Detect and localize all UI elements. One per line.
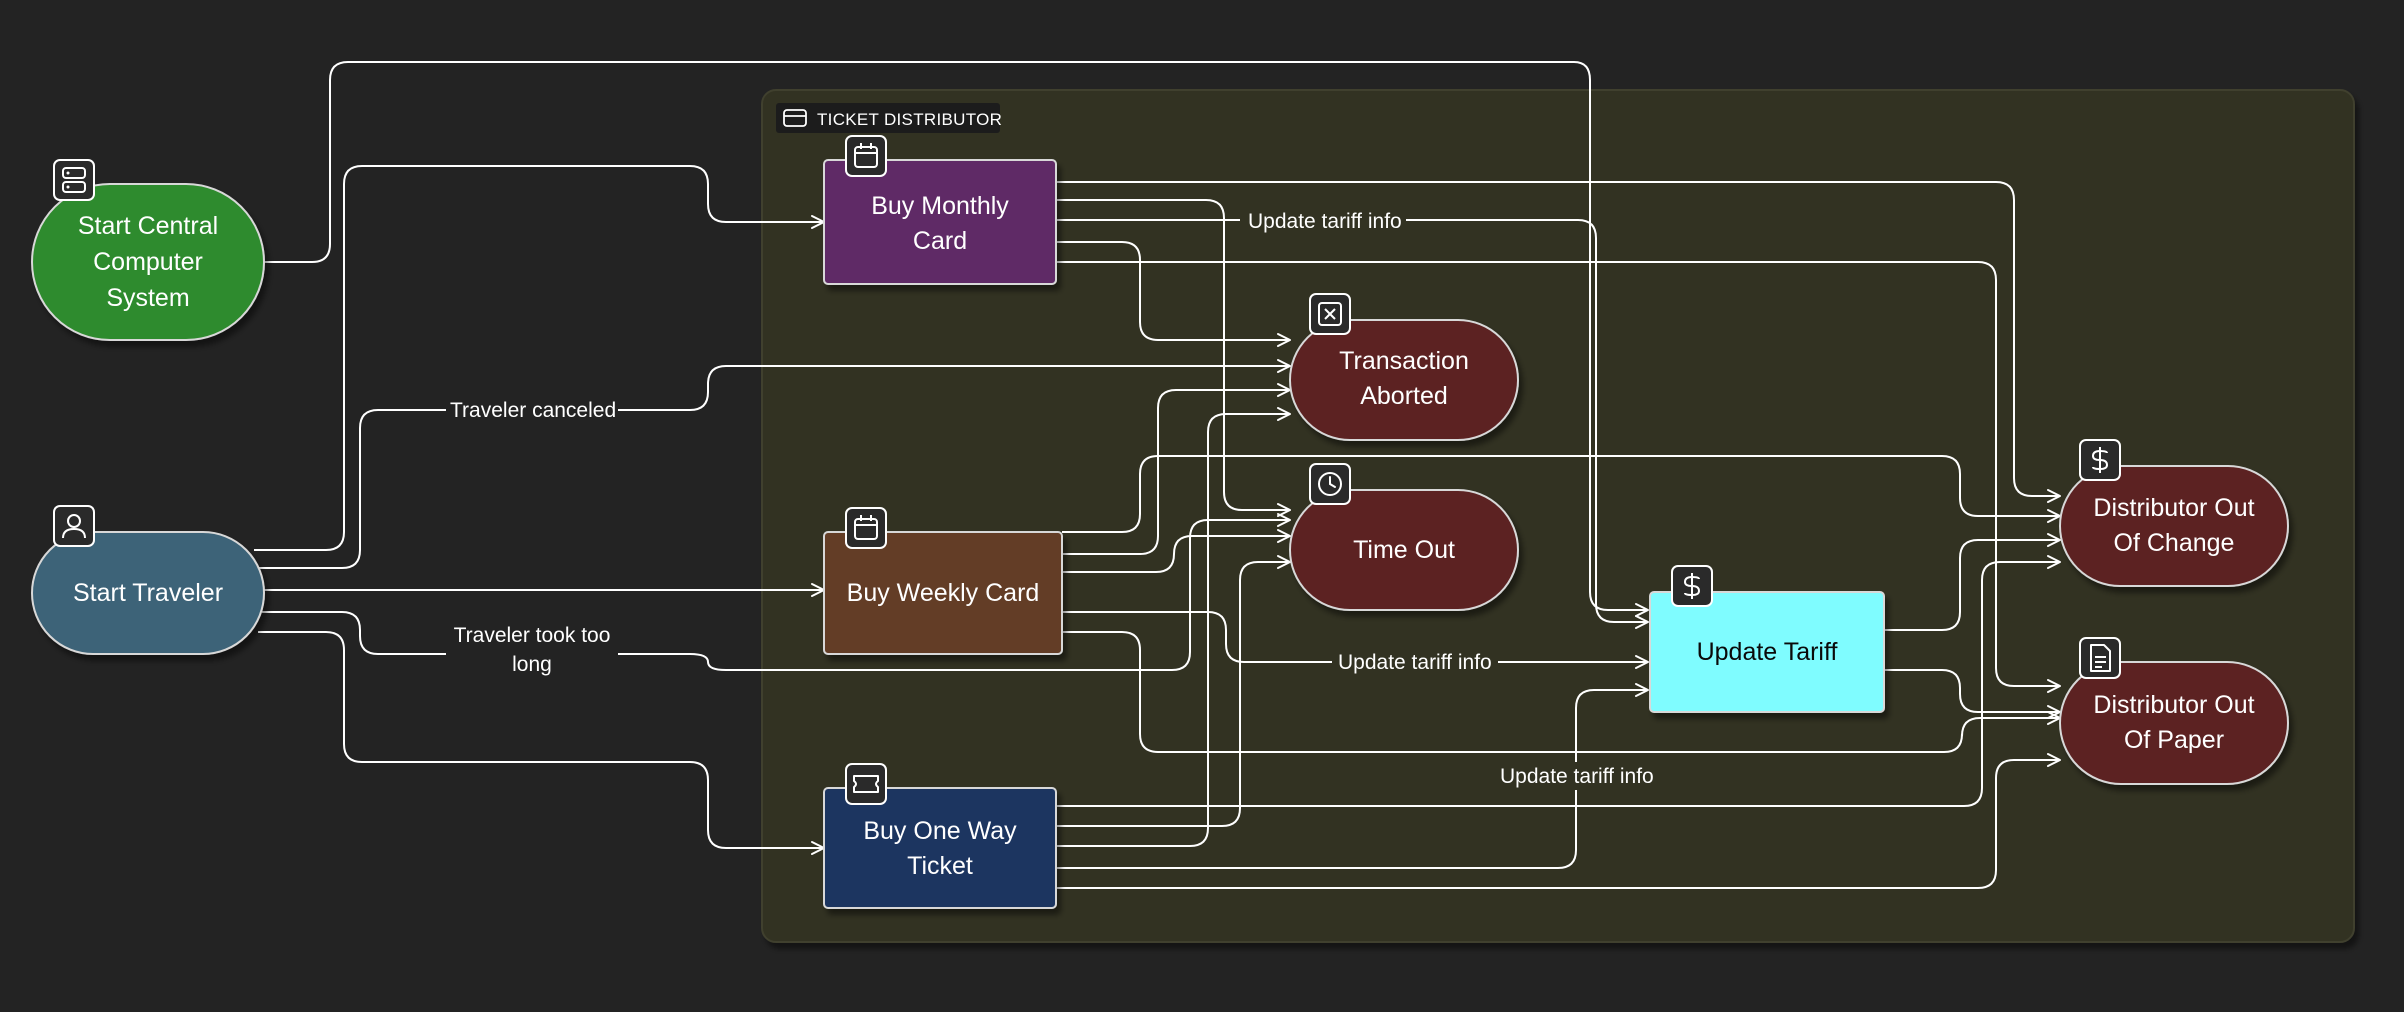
edge-buy-weekly-to-out-of-change[interactable] [1062,455,2061,533]
edge-buy-oneway-to-out-of-change[interactable] [1056,555,2061,807]
edge-buy-weekly-to-update-tariff[interactable] [1062,611,1649,669]
node-transaction-aborted[interactable]: Transaction Aborted [1289,293,1519,441]
node-label-line: Distributor Out [2093,494,2254,522]
node-label-line: Transaction [1339,347,1469,375]
node-label-line: Start Traveler [73,579,223,607]
dollar-icon [2079,439,2121,481]
edge-start-traveler-to-buy-oneway[interactable] [258,631,825,855]
card-icon [783,109,807,127]
document-icon [2079,637,2121,679]
node-label-line: Of Change [2114,529,2235,557]
node-label-line: Time Out [1353,536,1455,564]
edge-buy-weekly-to-transaction-aborted[interactable] [1062,383,1291,555]
edge-buy-weekly-to-time-out[interactable] [1062,529,1291,573]
node-buy-monthly[interactable]: Buy Monthly Card [823,135,1057,285]
node-label-line: Ticket [907,852,973,880]
node-buy-oneway[interactable]: Buy One Way Ticket [823,763,1057,909]
ticket-icon [845,763,887,805]
edge-labels: Update tariff info Traveler canceled Tra… [446,206,1660,790]
edge-label-monthly-update-tariff: Update tariff info [1248,210,1402,233]
node-start-central[interactable]: Start Central Computer System [31,159,265,341]
calendar-icon [845,135,887,177]
node-update-tariff[interactable]: Update Tariff [1649,565,1885,713]
edge-buy-weekly-to-out-of-paper[interactable] [1062,631,2061,753]
edge-buy-oneway-to-transaction-aborted[interactable] [1056,407,1291,847]
nodes: Start Central Computer System Start Trav… [31,135,2289,909]
node-label-line: Card [913,227,967,255]
calendar-icon [845,507,887,549]
node-label-line: Buy Weekly Card [847,579,1040,607]
edge-buy-monthly-to-time-out[interactable] [1056,199,1291,517]
node-buy-weekly[interactable]: Buy Weekly Card [823,507,1063,655]
ticket-distributor-group[interactable]: TICKET DISTRIBUTOR [761,89,2355,943]
edge-buy-monthly-to-transaction-aborted[interactable] [1056,241,1291,347]
dollar-icon [1671,565,1713,607]
node-label-line: Buy Monthly [871,192,1009,220]
node-label-line: Update Tariff [1697,638,1838,666]
edge-update-tariff-to-out-of-paper[interactable] [1884,669,2061,719]
node-label-line: Computer [93,248,203,276]
close-box-icon [1309,293,1351,335]
edge-start-traveler-to-time-out[interactable] [262,513,1291,671]
edge-label-oneway-update-tariff: Update tariff info [1500,765,1654,788]
edge-buy-oneway-to-time-out[interactable] [1056,555,1291,827]
node-label-line: Aborted [1360,382,1448,410]
edge-label-traveler-canceled: Traveler canceled [450,399,616,422]
group-title: TICKET DISTRIBUTOR [817,110,1002,129]
node-out-of-change[interactable]: Distributor Out Of Change [2059,439,2289,587]
clock-icon [1309,463,1351,505]
edge-start-central-to-update-tariff[interactable] [264,61,1649,617]
node-label-line: System [106,284,189,312]
node-out-of-paper[interactable]: Distributor Out Of Paper [2059,637,2289,785]
node-label-line: Start Central [78,212,218,240]
edge-label-traveler-took-too-long-line2: long [512,653,552,676]
edge-buy-monthly-to-update-tariff[interactable] [1056,219,1649,629]
edge-start-traveler-to-buy-monthly[interactable] [254,165,825,551]
node-start-traveler[interactable]: Start Traveler [31,505,265,655]
server-icon [53,159,95,201]
node-label-line: Buy One Way [863,817,1017,845]
node-label-line: Distributor Out [2093,691,2254,719]
node-time-out[interactable]: Time Out [1289,463,1519,611]
user-icon [53,505,95,547]
edge-label-weekly-update-tariff: Update tariff info [1338,651,1492,674]
edge-buy-oneway-to-out-of-paper[interactable] [1056,753,2061,889]
edge-update-tariff-to-out-of-change[interactable] [1884,533,2061,631]
node-label-line: Of Paper [2124,726,2224,754]
edge-buy-monthly-to-out-of-paper[interactable] [1056,261,2061,693]
edge-label-traveler-took-too-long-line1: Traveler took too [454,624,611,647]
edge-buy-monthly-to-out-of-change[interactable] [1056,181,2061,503]
